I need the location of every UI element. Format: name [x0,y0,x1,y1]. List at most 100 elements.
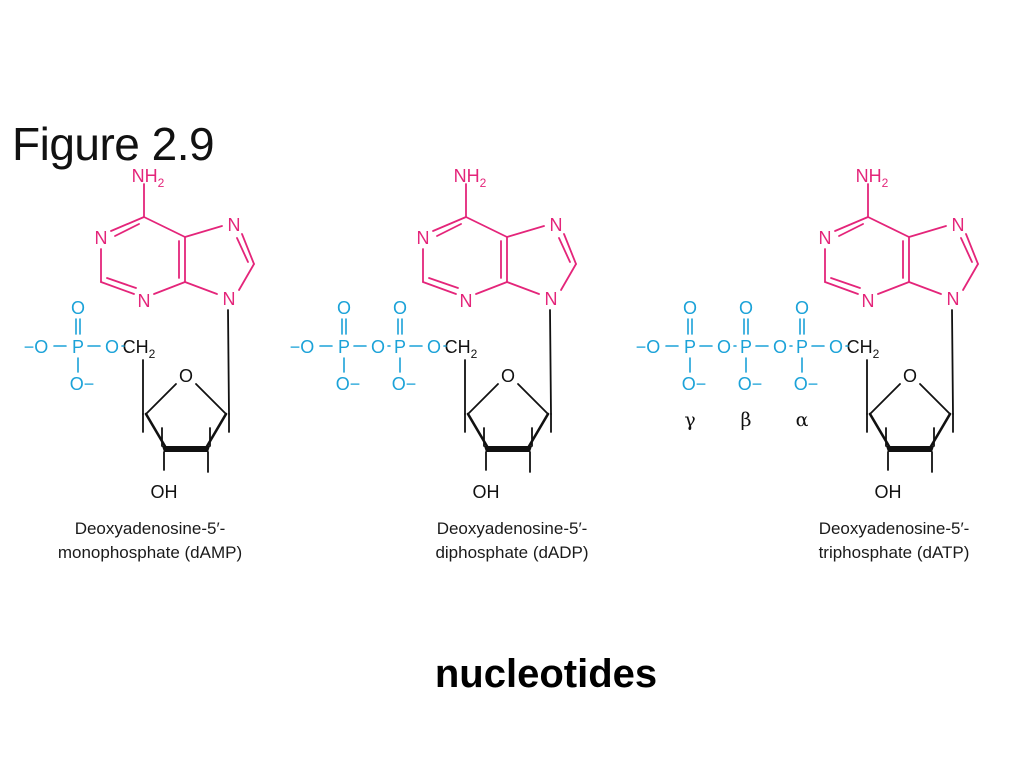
amine-group-label: NH2 [856,166,889,190]
oxide-anion-label: O− [794,374,819,394]
bond [153,281,186,295]
bond [951,309,954,415]
deoxyribose-sugar: OOH [464,309,552,502]
amine-group-label: NH2 [132,166,165,190]
bond [238,263,255,291]
nitrogen-n7-label: N [228,215,241,235]
nitrogen-n9-label: N [545,289,558,309]
nitrogen-n7-label: N [952,215,965,235]
bond [965,233,979,265]
phosphate-greek-label-3: α [796,409,809,431]
bond [867,216,910,238]
deoxyribose-sugar: OOH [142,309,230,502]
terminal-oxide-label: −O [636,337,661,357]
nitrogen-n9-label: N [223,289,236,309]
methylene-label: CH2 [445,337,478,361]
nitrogen-n3-label: N [138,291,151,311]
bond [908,225,947,238]
phosphorus-label: P [684,337,696,357]
methylene-label: CH2 [123,337,156,361]
ring-oxygen-label: O [903,366,917,386]
bond [110,216,145,232]
phosphorus-label: P [740,337,752,357]
bond [100,281,135,295]
ring-oxygen-label: O [179,366,193,386]
bond [563,233,577,265]
bond [145,383,177,415]
caption-line-2: monophosphate (dAMP) [58,543,242,562]
bond [241,233,255,265]
methylene-label: CH2 [847,337,880,361]
bond [106,277,137,289]
oxide-anion-label: O− [392,374,417,394]
bond [869,383,901,415]
nitrogen-n1-label: N [417,228,430,248]
nitrogen-n3-label: N [862,291,875,311]
oxide-anion-label: O− [682,374,707,394]
bond [475,281,508,295]
molecule-caption: Deoxyadenosine-5′-diphosphate (dADP) [435,519,588,562]
nitrogen-n1-label: N [95,228,108,248]
bond [877,281,910,295]
bond [227,309,230,415]
oxide-anion-label: O− [738,374,763,394]
nitrogen-n7-label: N [550,215,563,235]
amine-group-label: NH2 [454,166,487,190]
bond [960,237,973,263]
phosphoryl-oxygen-label: O [683,298,697,318]
bridging-oxygen-label: O [773,337,787,357]
phosphoryl-oxygen-label: O [393,298,407,318]
nucleotide-1: NH2NNNNOOHCH2OPOO−−ODeoxyadenosine-5′-mo… [24,166,255,562]
bond [830,277,861,289]
phosphorus-label: P [796,337,808,357]
bond [549,309,552,415]
bond [236,237,249,263]
hydroxyl-3prime-label: OH [473,482,500,502]
bridging-oxygen-label: O [371,337,385,357]
oxide-anion-label: O− [70,374,95,394]
bond [868,412,892,450]
nitrogen-n1-label: N [819,228,832,248]
phosphorus-label: P [72,337,84,357]
phosphate-greek-label-1: γ [684,409,695,431]
sugar-front-bond [484,446,532,452]
bond [908,281,942,295]
terminal-oxide-label: −O [24,337,49,357]
nitrogen-n9-label: N [947,289,960,309]
figure-title: Figure 2.9 [12,118,215,170]
bond [195,383,227,415]
bond [144,412,168,450]
deoxyribose-sugar: OOH [866,309,954,502]
bond [506,225,545,238]
bond [143,216,186,238]
phosphorus-label: P [338,337,350,357]
nitrogen-n3-label: N [460,291,473,311]
bond [526,412,550,450]
bridging-oxygen-label: O [105,337,119,357]
terminal-oxide-label: −O [290,337,315,357]
phosphate-greek-label-2: β [741,409,752,431]
bond [436,223,462,237]
phosphoryl-oxygen-label: O [337,298,351,318]
bond [184,225,223,238]
sugar-front-bond [886,446,934,452]
bond [919,383,951,415]
phosphoryl-oxygen-label: O [739,298,753,318]
bond [465,216,508,238]
molecule-caption: Deoxyadenosine-5′-triphosphate (dATP) [819,519,970,562]
bond [422,281,457,295]
bridging-oxygen-label: O [717,337,731,357]
phosphoryl-oxygen-label: O [795,298,809,318]
bond [824,281,859,295]
bond [204,412,228,450]
bond [928,412,952,450]
bond [506,281,540,295]
